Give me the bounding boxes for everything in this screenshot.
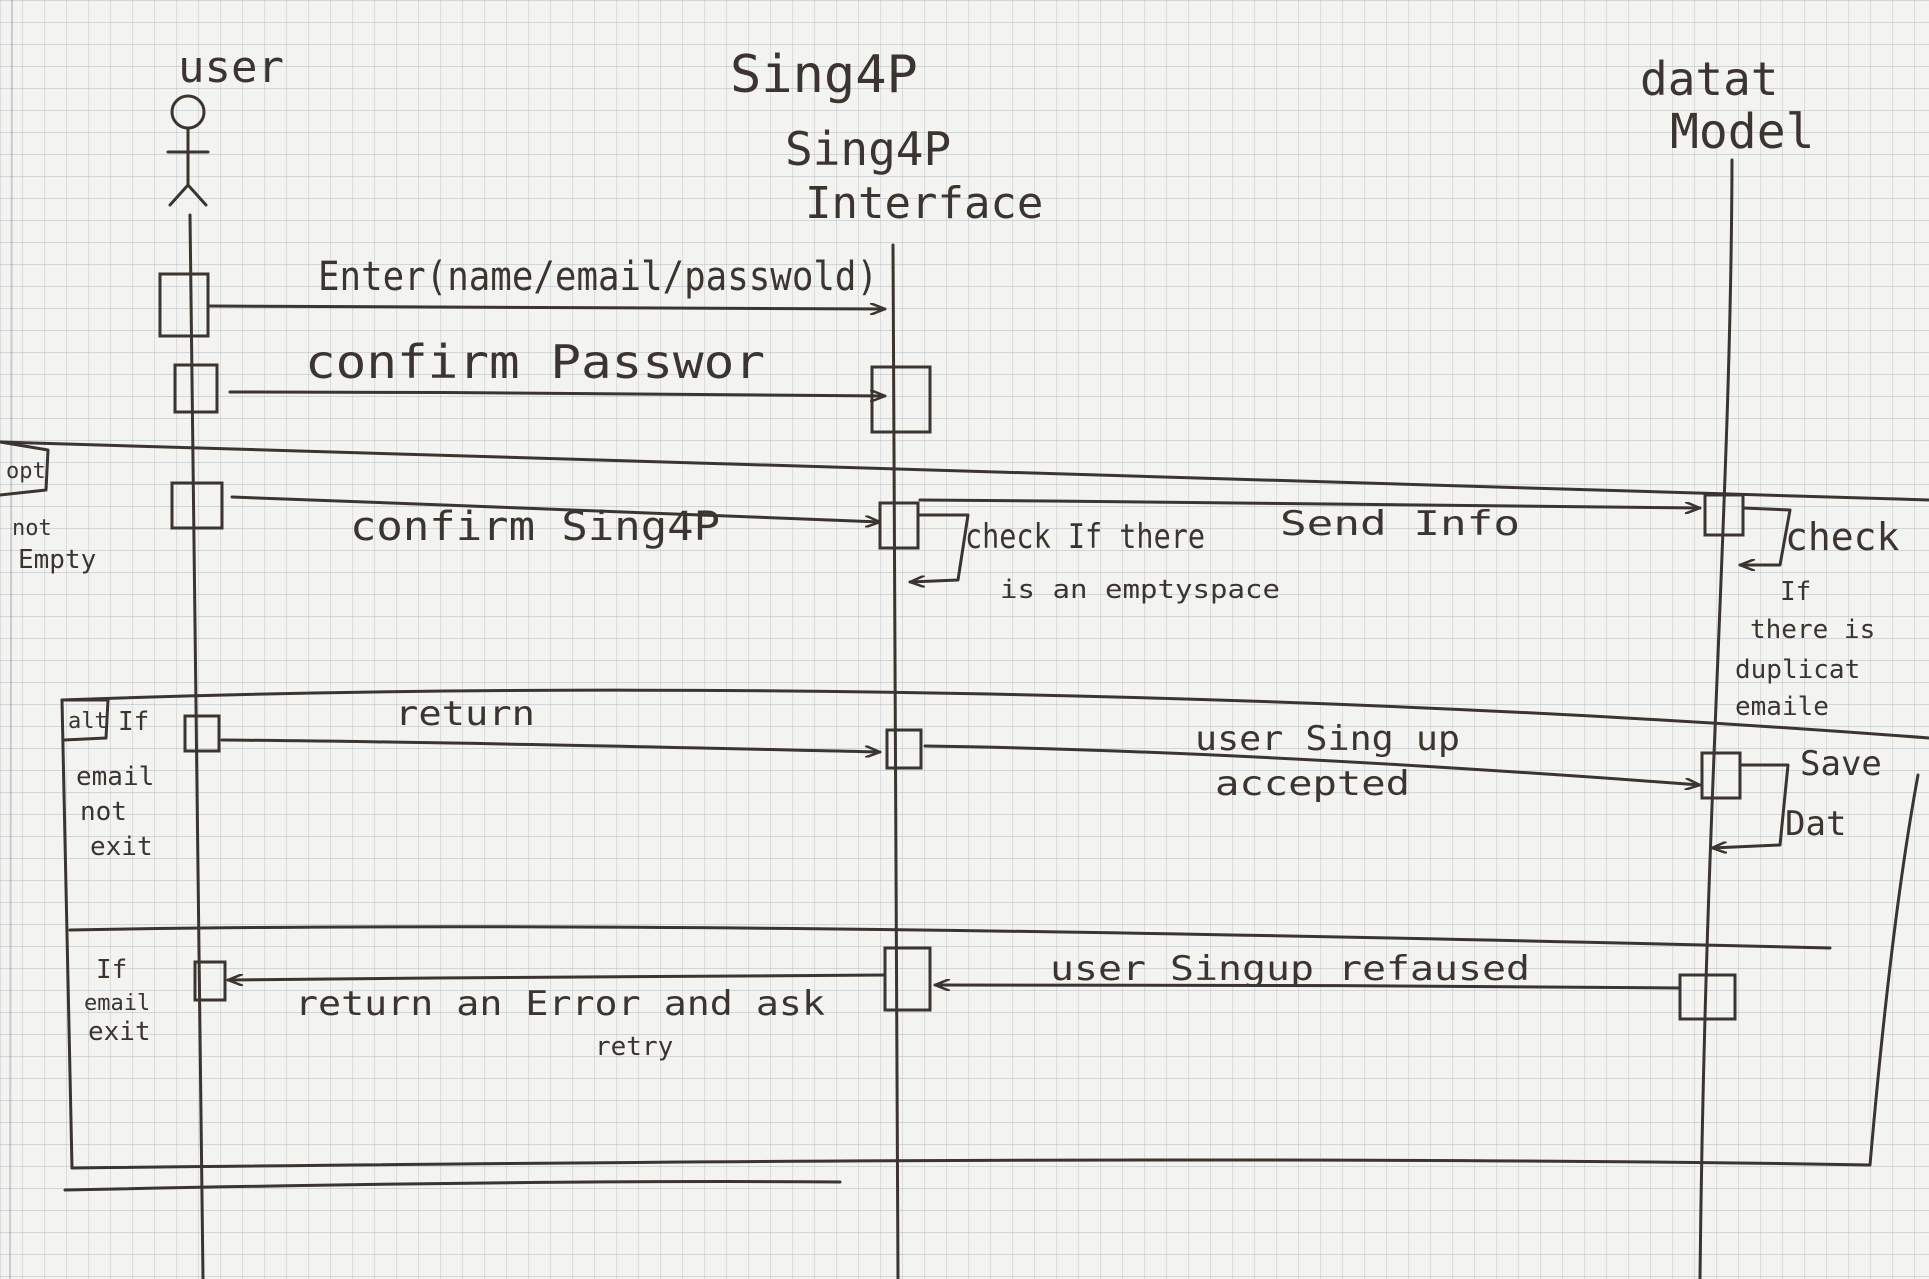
model-lifeline [1698, 158, 1734, 1279]
interface-lifeline-subtitle: Interface [805, 178, 1043, 229]
alt-guard1-line1: If [118, 707, 149, 737]
arrow-user-signup-refused [933, 985, 1682, 988]
user-lifeline [188, 213, 205, 1279]
opt-guard-line1: not [12, 516, 52, 541]
message-check-empty-line1: check If there [965, 517, 1205, 557]
self-check-duplicate-loop [1738, 506, 1792, 565]
message-save-line2: Dat [1785, 804, 1846, 844]
user-activation-confirm-signup [170, 481, 224, 530]
alt-operand-divider [68, 925, 1832, 950]
opt-fragment-tag: opt [6, 459, 46, 484]
alt-guard2-line1: If [96, 955, 127, 985]
alt-fragment: alt If email not exit If email exit [60, 688, 1929, 1170]
interface-lifeline-title: Sing4P [730, 45, 918, 105]
message-confirm-signup: confirm Sing4P [350, 504, 720, 550]
interface-lifeline [891, 243, 900, 1279]
user-activation-error [193, 960, 227, 1002]
message-send-info: Send Info [1280, 504, 1520, 544]
message-enter-credentials: Enter(name/email/passwold) [318, 254, 878, 300]
interface-activation-password [870, 365, 932, 434]
user-activation-enter [158, 272, 210, 338]
user-activation-confirm-password [173, 363, 219, 414]
bottom-rule-line [63, 1180, 842, 1192]
model-activation-refused [1678, 973, 1737, 1021]
arrow-user-signup-accepted [923, 744, 1702, 785]
message-accepted-line1: user Sing up [1195, 719, 1460, 759]
interface-activation-refused [883, 946, 932, 1012]
alt-guard1-line4: exit [90, 832, 153, 862]
opt-fragment: opt not Empty [0, 440, 1929, 575]
alt-fragment-tag: alt [68, 709, 108, 734]
arrow-return [220, 738, 882, 752]
interface-lifeline-label: Sing4P [785, 122, 951, 176]
message-accepted-line2: accepted [1215, 764, 1410, 804]
alt-guard2-line3: exit [88, 1017, 151, 1047]
message-check-duplicate-line5: emaile [1735, 692, 1829, 722]
arrow-confirm-signup [230, 495, 882, 522]
message-error-line2: retry [595, 1032, 673, 1062]
message-check-duplicate-line4: duplicat [1735, 655, 1860, 685]
arrow-return-error [226, 973, 887, 980]
alt-guard2-line2: email [84, 991, 150, 1016]
arrow-confirm-password [228, 392, 887, 396]
self-check-empty-loop [908, 513, 970, 582]
page-margin-line [9, 0, 13, 1279]
message-check-duplicate-line1: check [1785, 515, 1900, 559]
user-activation-return [183, 714, 221, 753]
model-lifeline-label: datat [1640, 52, 1778, 106]
message-user-signup-refused: user Singup refaused [1050, 949, 1530, 989]
alt-guard1-line2: email [76, 762, 154, 792]
model-lifeline-subtitle: Model [1670, 104, 1815, 160]
interface-activation-return [885, 728, 923, 770]
message-confirm-password: confirm Passwor [305, 335, 765, 389]
message-check-duplicate-line2: If [1780, 577, 1811, 607]
self-save-data-loop [1710, 763, 1790, 848]
message-return: return [395, 694, 535, 734]
opt-guard-line2: Empty [18, 545, 96, 575]
message-save-line1: Save [1800, 744, 1882, 784]
user-actor-icon [166, 94, 210, 207]
model-activation-save [1700, 751, 1742, 800]
arrow-send-info [918, 498, 1702, 508]
alt-guard1-line3: not [80, 797, 127, 827]
interface-activation-signup [878, 501, 920, 550]
message-check-duplicate-line3: there is [1750, 615, 1875, 645]
user-lifeline-label: user [178, 42, 284, 93]
message-check-empty-line2: is an emptyspace [1000, 575, 1280, 605]
message-error-line1: return an Error and ask [295, 984, 825, 1024]
arrow-enter-credentials [206, 306, 887, 309]
